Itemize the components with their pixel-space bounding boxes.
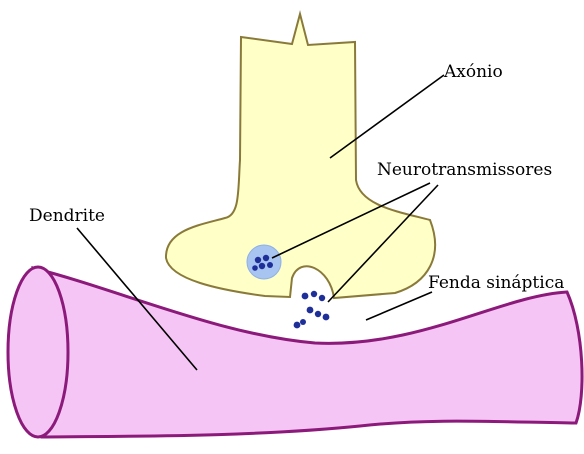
neurotransmitter-molecule xyxy=(259,263,265,269)
label-axon: Axónio xyxy=(443,62,503,82)
neurotransmitter-molecule xyxy=(294,322,301,329)
synaptic-cleft-leader-line xyxy=(366,292,432,320)
neurotransmitter-molecule xyxy=(263,255,269,261)
synaptic-vesicle xyxy=(247,245,281,279)
dendrite-open-end xyxy=(8,267,68,437)
neurotransmitter-molecule xyxy=(300,319,306,325)
axon-terminal xyxy=(166,14,435,298)
label-neurotransmitters: Neurotransmissores xyxy=(377,160,552,180)
neurotransmitter-molecule xyxy=(319,295,325,301)
neurotransmitter-molecule xyxy=(302,293,309,300)
neurotransmitter-molecule xyxy=(323,314,330,321)
neurotransmitter-molecule xyxy=(315,311,321,317)
released-neurotransmitters xyxy=(294,291,330,329)
neurotransmitter-molecule xyxy=(267,262,273,268)
label-dendrite: Dendrite xyxy=(29,206,105,226)
neurotransmitter-molecule xyxy=(311,291,317,297)
label-synaptic-cleft: Fenda sináptica xyxy=(428,273,564,293)
neurotransmitter-molecule xyxy=(252,265,258,271)
neurotransmitter-molecule xyxy=(307,307,314,314)
neurotransmitter-molecule xyxy=(255,257,261,263)
dendrite-body xyxy=(33,268,582,437)
